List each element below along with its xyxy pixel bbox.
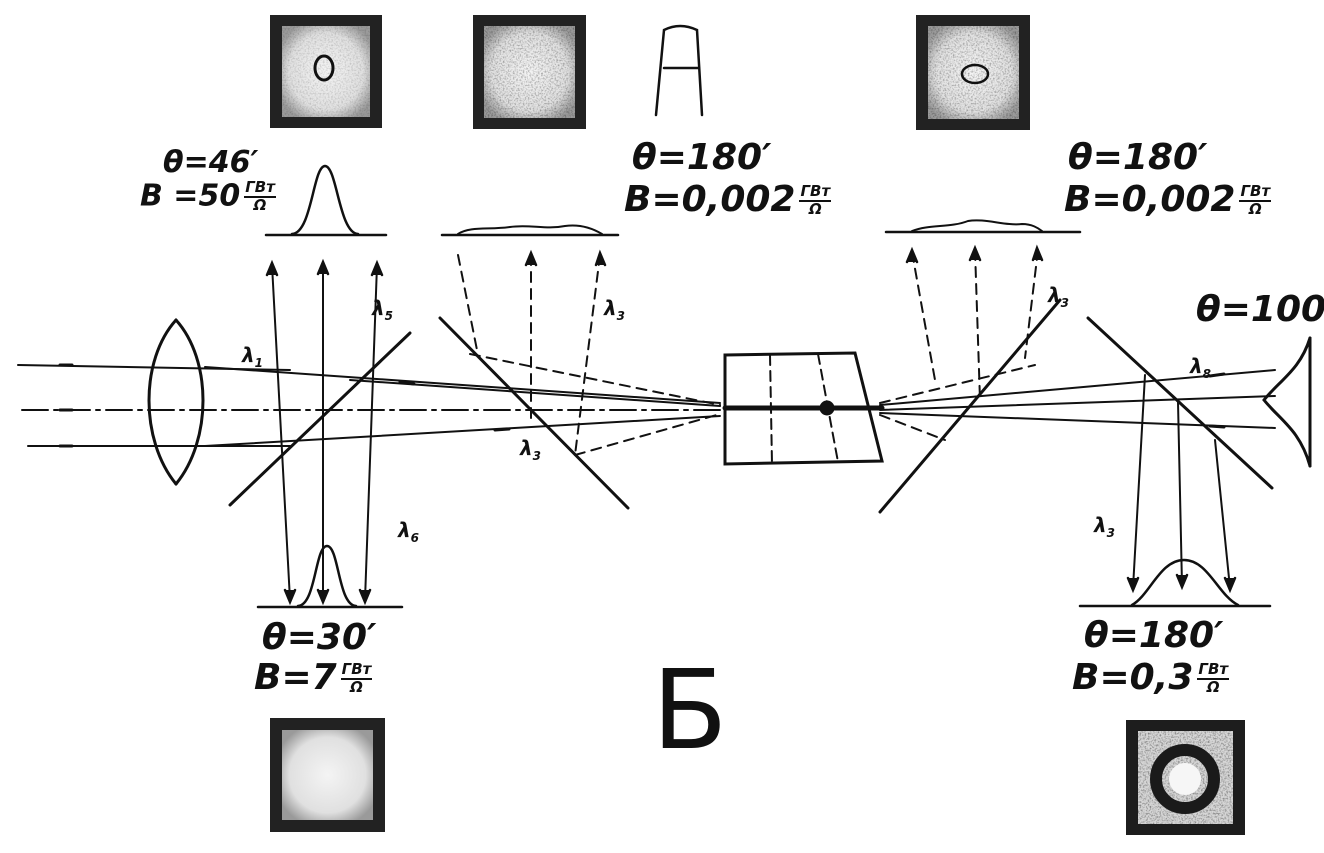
unit-numerator: ГВт	[340, 660, 373, 680]
beam-spot-panel-bottom-right	[1126, 720, 1245, 835]
mirror-3	[878, 298, 1062, 514]
unit-denominator: Ω	[808, 200, 822, 218]
figure-letter: Б	[652, 646, 728, 774]
brightness-value: B=0,002	[624, 179, 796, 220]
profile-curve-top-right	[911, 219, 1043, 232]
unit-numerator: ГВт	[799, 182, 832, 202]
profile-curve-bottom-left	[296, 544, 358, 608]
aperture-shape	[654, 24, 704, 117]
brightness-value: B=0,3	[1072, 657, 1194, 698]
unit-denominator: Ω	[350, 678, 363, 696]
lambda-label-2: λ3	[520, 436, 542, 463]
output-detector	[1262, 336, 1312, 468]
theta-label-top-right: θ=180′	[1068, 137, 1208, 178]
profile-curve-bottom-right	[1130, 558, 1240, 607]
beam-spot-panel-bottom-left	[270, 718, 385, 832]
lambda-label-8: λ3	[1094, 513, 1116, 540]
beam-spot-panel-top-right	[916, 15, 1030, 130]
lambda-label-1: λ1	[242, 343, 264, 370]
mirror-4	[1086, 316, 1274, 490]
mirror-1	[228, 331, 412, 507]
brightness-value: B =50	[140, 178, 241, 214]
beam-to-crystal-1	[204, 366, 721, 404]
beam-spot-panel-top-left	[270, 15, 382, 128]
brightness-value: B=0,002	[1064, 179, 1236, 220]
theta-label-top-left: θ=46′	[163, 145, 259, 180]
theta-label-bottom-right: θ=180′	[1084, 615, 1224, 656]
profile-curve-top-mid	[457, 224, 603, 235]
profile-curve-top-left	[290, 164, 360, 236]
unit-numerator: ГВт	[244, 178, 276, 198]
lambda-label-6: λ3	[1048, 283, 1070, 310]
unit-numerator: ГВт	[1239, 182, 1272, 202]
unit-denominator: Ω	[1206, 678, 1220, 696]
beam-spot-panel-top-mid	[473, 15, 586, 129]
input-lens	[147, 318, 178, 486]
unit-numerator: ГВт	[1197, 660, 1230, 680]
theta-label-bottom-left: θ=30′	[262, 617, 377, 658]
theta-label-output: θ=100′	[1196, 289, 1324, 330]
lambda-label-5: λ3	[604, 296, 626, 323]
lambda-label-4: λ6	[398, 518, 420, 545]
beam-vertical-left-3	[364, 264, 378, 601]
beam-to-crystal-2	[204, 415, 721, 447]
unit-denominator: Ω	[253, 195, 267, 214]
beam-vertical-left-1	[271, 264, 291, 601]
mirror-2	[438, 316, 630, 510]
unit-denominator: Ω	[1248, 200, 1262, 218]
lambda-label-3: λ5	[372, 296, 394, 323]
lambda-label-7: λ8	[1190, 354, 1212, 381]
brightness-value: B=7	[254, 657, 337, 698]
theta-label-top-mid: θ=180′	[632, 137, 772, 178]
nonlinear-crystal	[723, 351, 884, 466]
